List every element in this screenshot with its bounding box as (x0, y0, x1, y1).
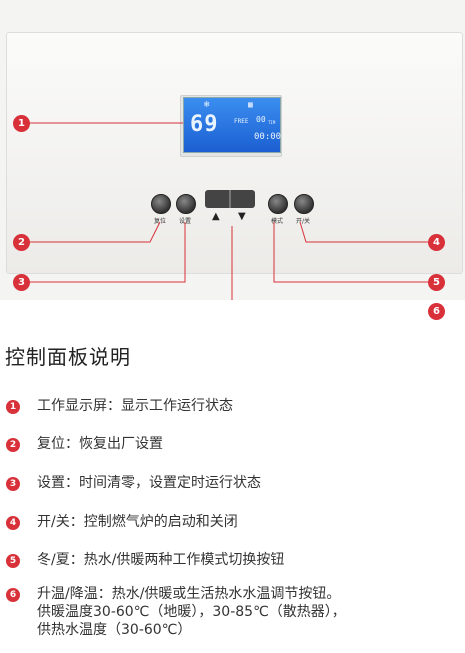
set-button[interactable] (176, 194, 196, 214)
item-number: 2 (6, 438, 20, 452)
callout-3: 3 (13, 274, 30, 291)
list-item: 1 工作显示屏：显示工作运行状态 (6, 395, 233, 415)
item-text: 复位：恢复出厂设置 (37, 436, 163, 452)
item-number: 5 (6, 554, 20, 568)
item-number: 6 (6, 588, 20, 602)
callout-5: 5 (428, 274, 445, 291)
mode-label: 模式 (270, 218, 283, 225)
item-text-line: 升温/降温：热水/供暖或生活热水水温调节按钮。 (37, 586, 341, 602)
item-number: 1 (6, 400, 20, 414)
item-text-line: 供暖温度30-60℃（地暖），30-85℃（散热器）， (37, 604, 346, 620)
list-item: 2 复位：恢复出厂设置 (6, 433, 163, 453)
callout-lines (28, 122, 428, 300)
lcd-display: ❄ ▦ 69 FREE 00 TIM 00:00 (183, 97, 281, 153)
list-item: 5 冬/夏：热水/供暖两种工作模式切换按钮 (6, 549, 284, 569)
callout-1: 1 (13, 115, 30, 132)
free-label: FREE (234, 118, 249, 125)
power-button[interactable] (294, 194, 314, 214)
reset-button[interactable] (151, 194, 171, 214)
up-triangle-icon[interactable]: ▲ (212, 211, 220, 222)
item-text: 冬/夏：热水/供暖两种工作模式切换按钮 (37, 552, 285, 568)
set-label: 设置 (178, 218, 191, 225)
list-item: 3 设置：时间清零，设置定时运行状态 (6, 472, 261, 492)
clock-readout: 00:00 (254, 132, 282, 142)
section-title: 控制面板说明 (5, 345, 131, 369)
item-text-line: 供热水温度（30-60℃） (37, 622, 192, 638)
item-number: 3 (6, 477, 20, 491)
temperature-readout: 69 (190, 112, 219, 137)
free-value: 00 (256, 115, 266, 124)
callout-6: 6 (428, 303, 445, 320)
snowflake-icon: ❄ (204, 100, 210, 110)
list-item: 6 升温/降温：热水/供暖或生活热水水温调节按钮。 供暖温度30-60℃（地暖）… (6, 585, 346, 638)
down-triangle-icon[interactable]: ▼ (238, 211, 246, 222)
item-number: 4 (6, 516, 20, 530)
item-text: 设置：时间清零，设置定时运行状态 (37, 475, 261, 491)
boiler-control-panel-photo: ❄ ▦ 69 FREE 00 TIM 00:00 复位 设置 ▲ ▼ 模式 开/… (0, 0, 465, 300)
callout-4: 4 (428, 234, 445, 251)
item-text: 工作显示屏：显示工作运行状态 (37, 398, 233, 414)
list-item: 4 开/关：控制燃气炉的启动和关闭 (6, 511, 238, 531)
callout-2: 2 (13, 234, 30, 251)
item-text: 开/关：控制燃气炉的启动和关闭 (37, 514, 238, 530)
reset-label: 复位 (153, 218, 166, 225)
free-unit: TIM (268, 120, 276, 125)
temperature-adjust-pad (205, 190, 255, 208)
power-label: 开/关 (295, 218, 311, 225)
mode-button[interactable] (268, 194, 288, 214)
radiator-icon: ▦ (248, 100, 253, 109)
